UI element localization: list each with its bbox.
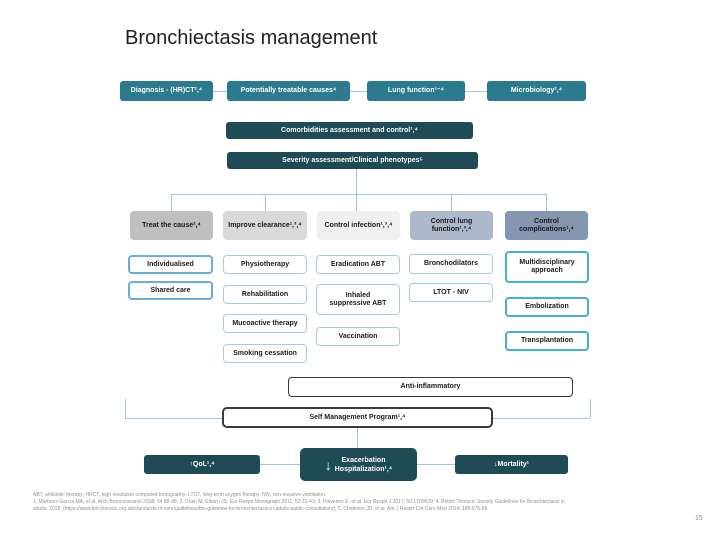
down-arrow-icon: ↓ <box>324 456 332 473</box>
connector-line <box>213 91 227 92</box>
item-inhaled-suppressive-abt: Inhaled suppressive ABT <box>316 284 400 315</box>
qol-box: ↑QoL¹,⁴ <box>144 455 260 474</box>
exacerbation-line1: Exacerbation <box>341 456 386 464</box>
anti-inflammatory-box: Anti-inflammatory <box>288 377 573 397</box>
connector-line <box>356 169 357 194</box>
top-box-lung-function: Lung function¹⁻⁴ <box>367 81 465 101</box>
connector-line <box>546 194 547 211</box>
exacerbation-line2: Hospitalization¹,⁴ <box>334 465 393 473</box>
comorbidities-box: Comorbidities assessment and control¹,⁴ <box>226 122 473 139</box>
page-title: Bronchiectasis management <box>125 27 378 49</box>
footnote-references-line3: adults. 2018; (https://www.brit-thoracic… <box>33 505 489 512</box>
item-bronchodilators: Bronchodilators <box>409 254 493 274</box>
item-transplantation: Transplantation <box>505 331 589 351</box>
item-embolization: Embolization <box>505 297 589 317</box>
item-individualised: Individualised <box>128 255 213 274</box>
connector-line <box>465 91 487 92</box>
connector-line <box>260 464 300 465</box>
item-multidisciplinary-approach: Multidisciplinary approach <box>505 251 589 283</box>
connector-line <box>171 194 547 195</box>
item-ltot-niv: LTOT - NIV <box>409 283 493 302</box>
item-eradication-abt: Eradication ABT <box>316 255 400 274</box>
connector-line <box>590 399 591 418</box>
footnote-references: ABT, antibiotic therapy; HRCT, high reso… <box>33 492 689 512</box>
column-header-control-lung-function: Control lung function¹,³,⁴ <box>410 211 493 240</box>
connector-line <box>356 194 357 211</box>
self-management-program-box: Self Management Program¹,⁴ <box>222 407 493 428</box>
top-box-treatable-causes: Potentially treatable causes⁴ <box>227 81 350 101</box>
mortality-box: ↓Mortality¹ <box>455 455 568 474</box>
top-box-diagnosis: Diagnosis - (HR)CT²,⁴ <box>120 81 213 101</box>
footnote-references-line2: 1. Martinez-Garcia MA, et al. Arch Bronc… <box>33 498 565 505</box>
column-header-treat-cause: Treat the cause²,⁴ <box>130 211 213 240</box>
connector-line <box>265 194 266 211</box>
page-number: 15 <box>695 515 703 522</box>
item-physiotherapy: Physiotherapy <box>223 255 307 274</box>
item-shared-care: Shared care <box>128 281 213 300</box>
connector-line <box>350 91 367 92</box>
connector-line <box>125 418 222 419</box>
column-header-improve-clearance: Improve clearance¹,³,⁴ <box>223 211 307 240</box>
connector-line <box>357 428 358 448</box>
item-rehabilitation: Rehabilitation <box>223 285 307 304</box>
exacerbation-hospitalization-box: ↓ Exacerbation Hospitalization¹,⁴ <box>300 448 417 481</box>
severity-box: Severity assessment/Clinical phenotypes⁵ <box>227 152 478 169</box>
column-header-control-infection: Control infection¹,³,⁴ <box>317 211 400 240</box>
connector-line <box>171 194 172 211</box>
item-mucoactive-therapy: Mucoactive therapy <box>223 314 307 333</box>
exacerbation-label: Exacerbation Hospitalization¹,⁴ <box>335 456 393 474</box>
column-header-control-complications: Control complications¹,⁴ <box>505 211 588 240</box>
connector-line <box>451 194 452 211</box>
connector-line <box>493 418 590 419</box>
item-smoking-cessation: Smoking cessation <box>223 344 307 363</box>
connector-line <box>125 399 126 418</box>
item-vaccination: Vaccination <box>316 327 400 346</box>
top-box-microbiology: Microbiology²,⁴ <box>487 81 586 101</box>
connector-line <box>417 464 455 465</box>
footnote-abbreviations: ABT, antibiotic therapy; HRCT, high reso… <box>33 492 327 498</box>
